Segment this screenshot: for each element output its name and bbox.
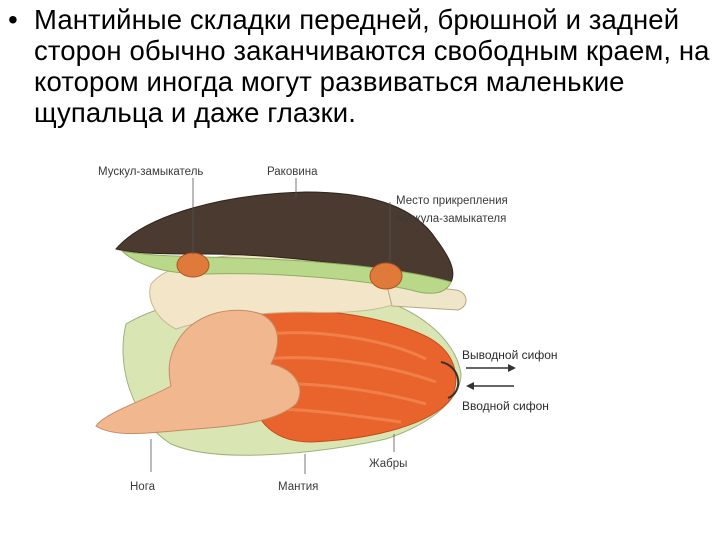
siphon-opening bbox=[440, 361, 460, 399]
inhalant-arrow bbox=[466, 382, 514, 390]
label-attachment-line1: Место прикрепления bbox=[396, 195, 508, 207]
anterior-adductor-muscle bbox=[176, 252, 210, 278]
exhalant-arrow bbox=[466, 364, 516, 372]
bullet-marker: • bbox=[8, 4, 18, 35]
label-mantle: Мантия bbox=[278, 481, 318, 493]
label-shell: Раковина bbox=[267, 166, 318, 178]
posterior-adductor-muscle bbox=[369, 262, 403, 290]
label-exhalant: Выводной сифон bbox=[462, 348, 558, 362]
gills-texture bbox=[265, 331, 437, 424]
label-inhalant: Вводной сифон bbox=[462, 399, 549, 413]
label-attachment-line2: мускула-замыкателя bbox=[396, 213, 506, 225]
label-adductor: Мускул-замыкатель bbox=[98, 166, 203, 178]
bullet-text: Мантийные складки передней, брюшной и за… bbox=[34, 4, 710, 128]
foot-shape bbox=[95, 309, 301, 435]
shell-outer-shape bbox=[115, 191, 454, 283]
label-foot: Нога bbox=[130, 481, 156, 493]
label-gills: Жабры bbox=[369, 458, 407, 470]
bivalve-anatomy-figure: Мускул-замыкатель Раковина Место прикреп… bbox=[56, 154, 610, 500]
bivalve-anatomy-diagram: Мускул-замыкатель Раковина Место прикреп… bbox=[95, 166, 558, 493]
bullet-item: • Мантийные складки передней, брюшной и … bbox=[8, 4, 712, 128]
